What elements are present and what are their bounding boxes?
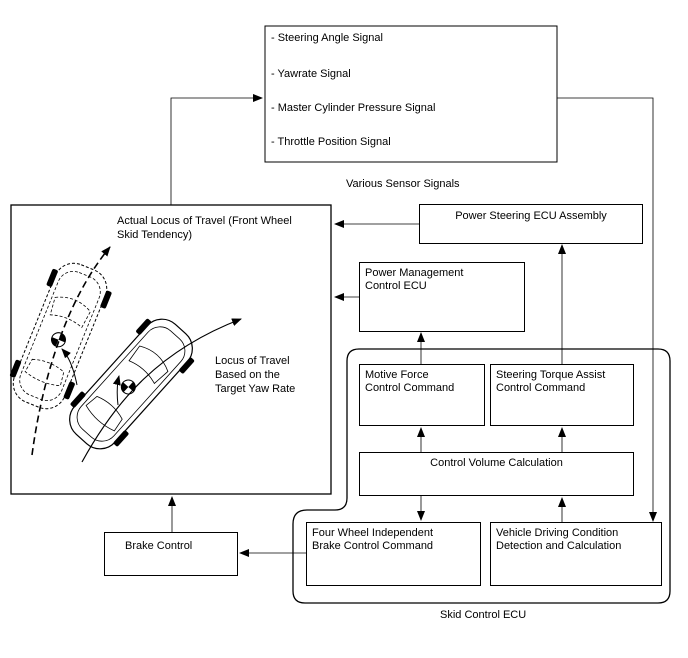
- actual-locus-label: Actual Locus of Travel (Front Wheel Skid…: [117, 215, 292, 241]
- target-yaw-arrow: [112, 375, 121, 406]
- sensor-signals-caption: Various Sensor Signals: [346, 178, 460, 190]
- control-volume-calculation-box: Control Volume Calculation: [359, 452, 634, 496]
- target-car-icon: [69, 318, 195, 450]
- sensor-signal-master-cylinder: - Master Cylinder Pressure Signal: [271, 102, 436, 114]
- skid-control-ecu-outline: [292, 348, 671, 604]
- sensor-signal-throttle-position: - Throttle Position Signal: [271, 136, 391, 148]
- arrow-panel-to-sensors: [170, 94, 263, 205]
- skid-yaw-arrow: [61, 348, 78, 386]
- motive-force-command-box: Motive Force Control Command: [359, 364, 485, 426]
- four-wheel-brake-command-box: Four Wheel Independent Brake Control Com…: [306, 522, 481, 586]
- sensor-signals-box: [264, 25, 558, 163]
- arrow-sensors-to-vehicle-driving: [557, 97, 657, 522]
- power-management-ecu-box: Power Management Control ECU: [359, 262, 525, 332]
- brake-control-box: Brake Control: [104, 532, 238, 576]
- skidding-car-icon: [9, 262, 112, 410]
- vehicle-illustrations: [9, 246, 242, 463]
- sensor-signal-yawrate: - Yawrate Signal: [271, 68, 351, 80]
- sensor-signal-steering-angle: - Steering Angle Signal: [271, 32, 383, 44]
- steering-torque-command-box: Steering Torque Assist Control Command: [490, 364, 634, 426]
- actual-locus-path: [31, 246, 111, 456]
- target-locus-path: [81, 318, 242, 463]
- vehicle-driving-condition-box: Vehicle Driving Condition Detection and …: [490, 522, 662, 586]
- skid-control-ecu-caption: Skid Control ECU: [440, 609, 527, 621]
- target-locus-label: Locus of Travel Based on the Target Yaw …: [215, 355, 296, 395]
- power-steering-ecu-box: Power Steering ECU Assembly: [419, 204, 643, 244]
